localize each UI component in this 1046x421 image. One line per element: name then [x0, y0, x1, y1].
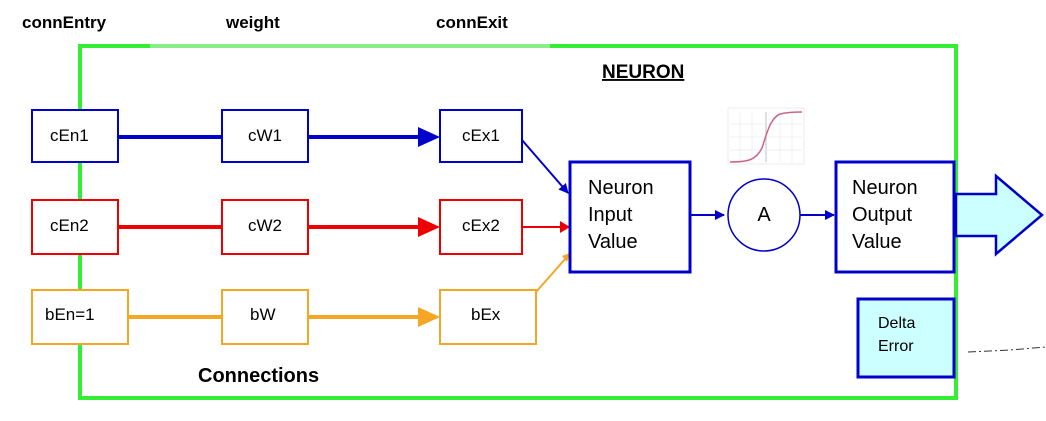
cex2-to-input-arrowhead	[560, 221, 570, 233]
neuron-output-value-box	[834, 160, 956, 274]
cw1-label: cW1	[248, 126, 282, 145]
bw-box	[221, 289, 309, 345]
input-value-line-1: Neuron	[588, 177, 654, 199]
bex-to-input-arrowhead	[562, 253, 570, 262]
cw2-label: cW2	[248, 216, 282, 235]
cen1-box	[31, 109, 119, 163]
activation-label: A	[757, 204, 771, 226]
delta-error-backprop-line	[967, 346, 1046, 353]
delta-error-line-1: Delta	[878, 315, 915, 332]
cex2-label: cEx2	[462, 216, 500, 235]
cen1-label: cEn1	[50, 126, 89, 145]
header-conn-exit: connExit	[436, 13, 508, 32]
row1-arrowhead	[418, 127, 440, 147]
cen2-box	[31, 199, 119, 255]
connections-label: Connections	[198, 365, 319, 387]
delta-error-box	[856, 297, 956, 379]
cw1-box	[221, 109, 309, 163]
connection-row-1: cEn1 cW1 cEx1	[31, 109, 523, 163]
ben-label: bEn=1	[45, 305, 95, 324]
cex2-box	[439, 199, 523, 255]
input-value-line-2: Input	[588, 204, 633, 226]
output-arrow	[954, 173, 1044, 257]
ben-box	[31, 289, 129, 345]
row2-arrowhead	[418, 217, 440, 237]
neuron-input-value-box	[568, 160, 692, 274]
cex1-label: cEx1	[462, 126, 500, 145]
connection-row-2: cEn2 cW2 cEx2	[31, 199, 523, 255]
row3-arrowhead	[418, 307, 440, 327]
bex-label: bEx	[471, 305, 501, 324]
cw2-box	[221, 199, 309, 255]
connection-row-3: bEn=1 bW bEx	[31, 289, 537, 345]
delta-error-line-2: Error	[878, 338, 914, 355]
neuron-title: NEURON	[602, 62, 684, 83]
cex1-to-input-arrow	[521, 139, 569, 194]
output-value-line-2: Output	[852, 204, 912, 226]
bex-to-input-line	[535, 257, 567, 293]
sigmoid-plot-icon	[727, 107, 805, 165]
header-weight: weight	[225, 13, 280, 32]
bw-label: bW	[250, 305, 276, 324]
input-value-line-3: Value	[588, 231, 638, 253]
cex1-box	[439, 109, 523, 163]
output-value-line-1: Neuron	[852, 177, 918, 199]
header-conn-entry: connEntry	[22, 13, 107, 32]
bex-box	[439, 289, 537, 345]
output-value-line-3: Value	[852, 231, 902, 253]
cen2-label: cEn2	[50, 216, 89, 235]
